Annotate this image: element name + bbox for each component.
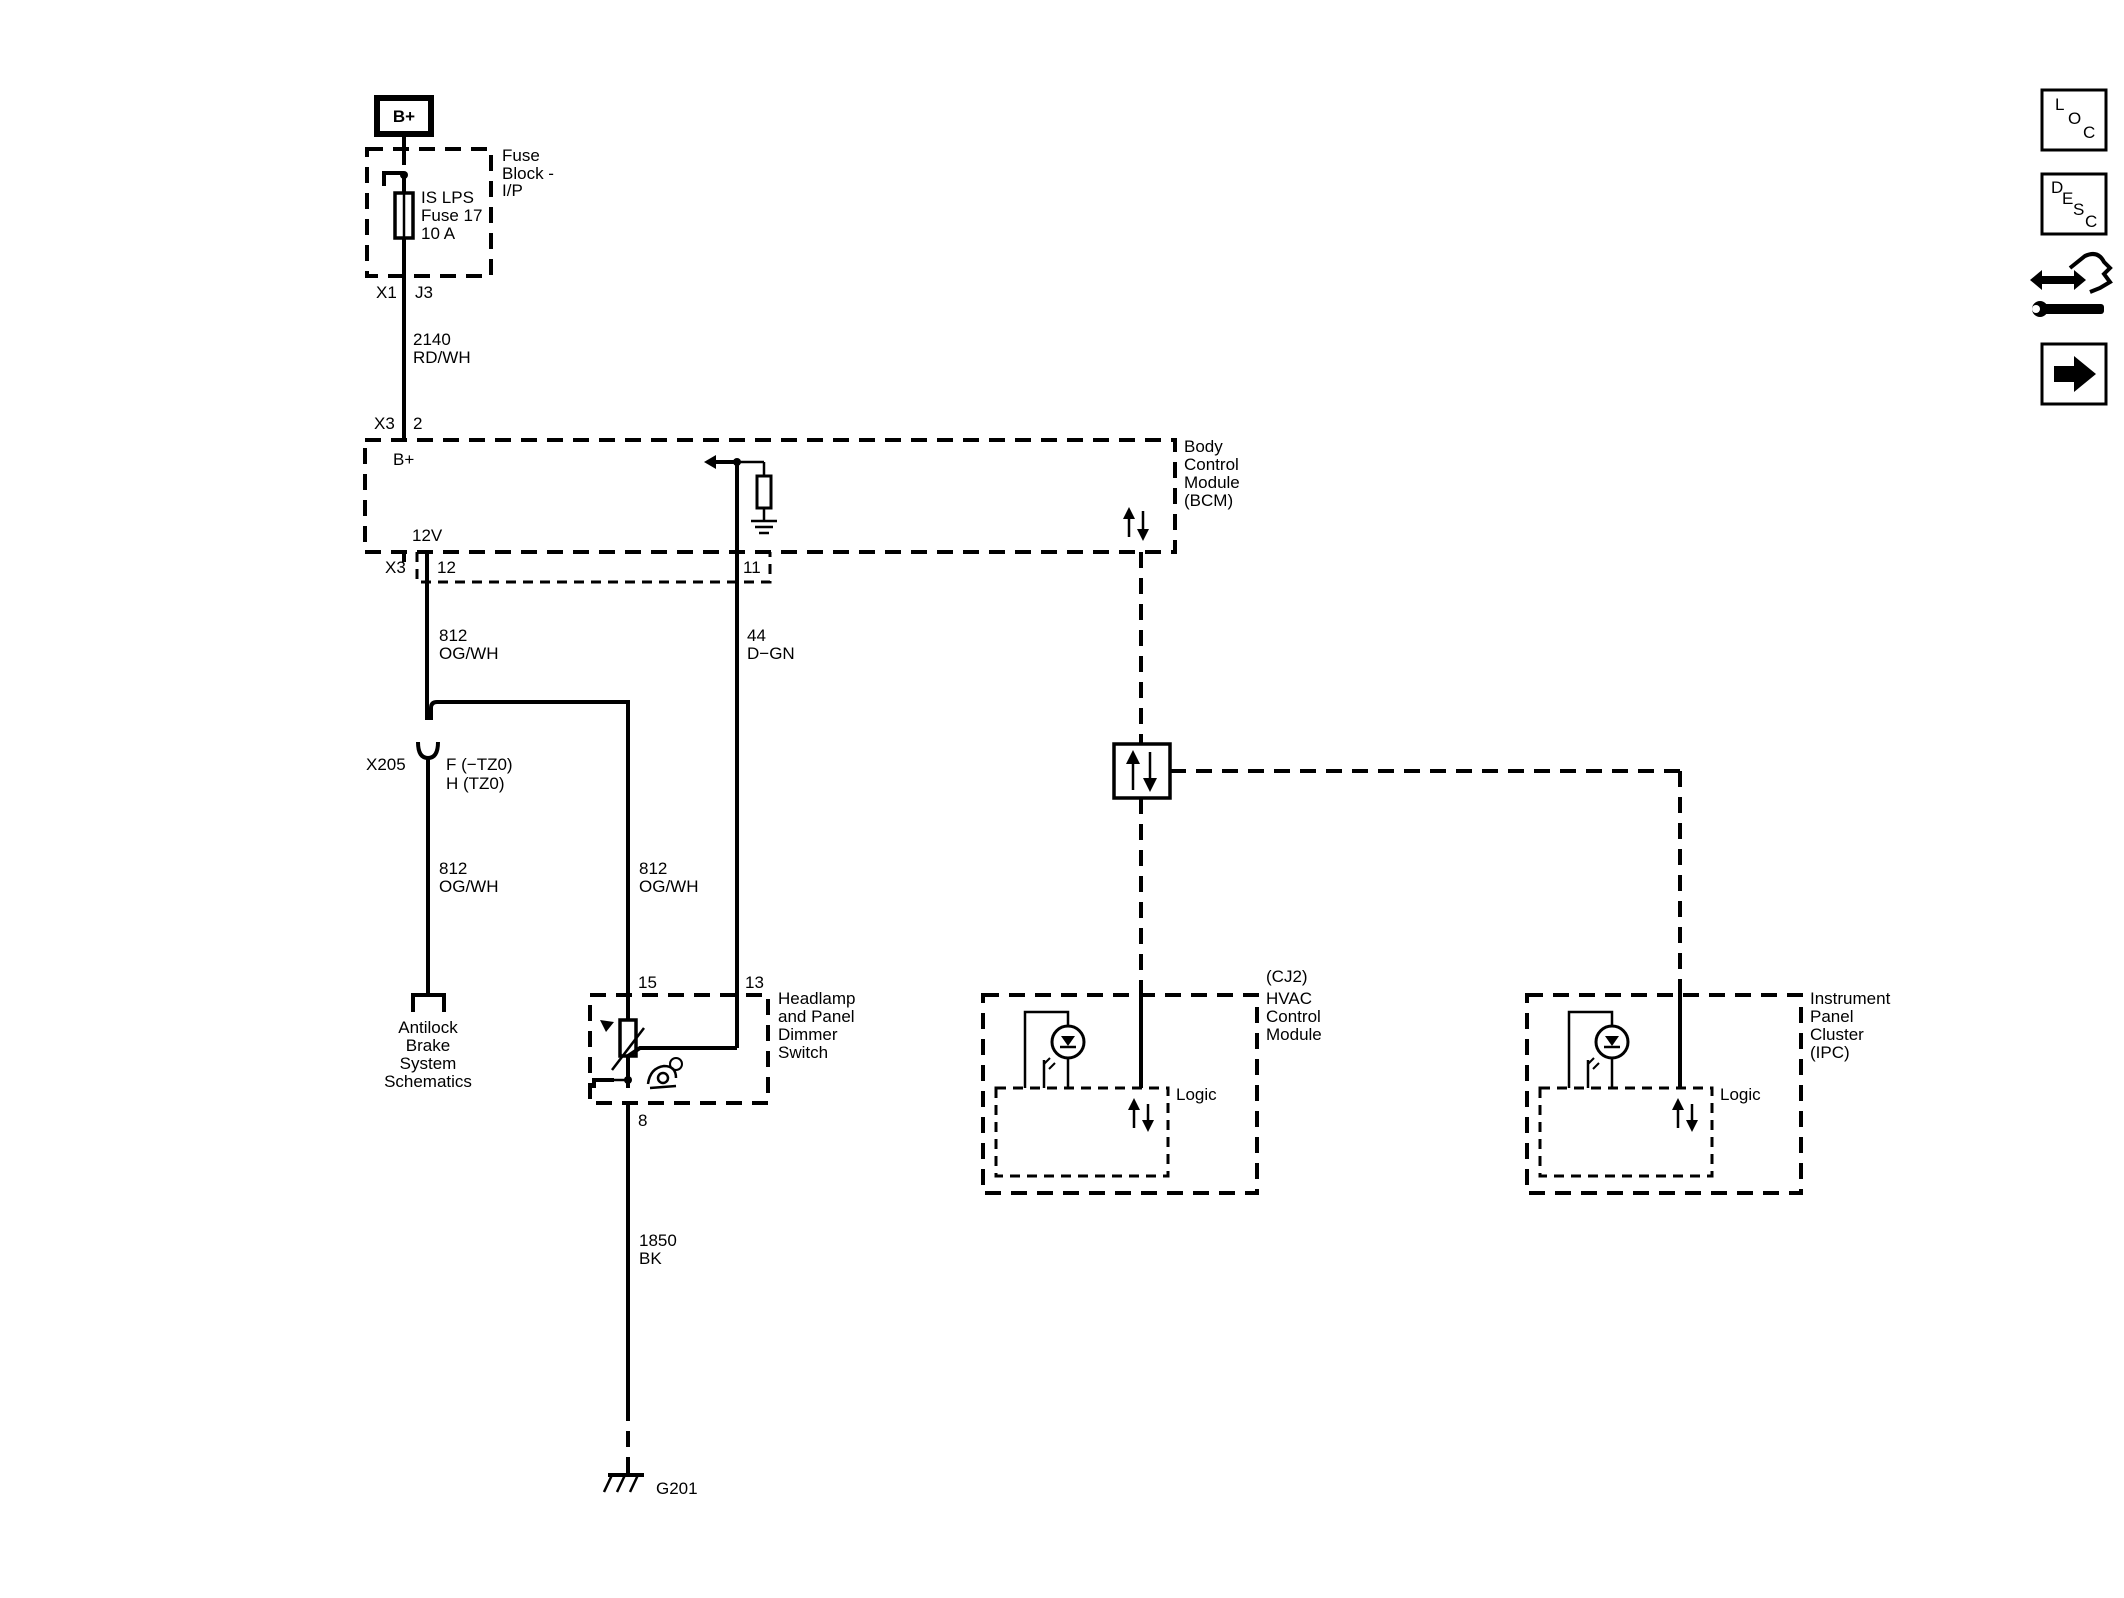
loc-icon[interactable]: L O C: [2040, 88, 2108, 152]
fuse-block-label-3: I/P: [502, 181, 523, 200]
wire-812-abs-color: OG/WH: [439, 877, 499, 896]
ipc-logic-arrows-icon: [1672, 1098, 1698, 1132]
dimmer-pin-13: 13: [745, 973, 764, 992]
fuse-block: IS LPS Fuse 17 10 A Fuse Block - I/P: [365, 146, 554, 278]
ipc-label-4: (IPC): [1810, 1043, 1850, 1062]
wire-812-bcm-color: OG/WH: [439, 644, 499, 663]
fuse-connector-x1: X1: [376, 283, 397, 302]
ground-g201: G201: [602, 1473, 698, 1498]
bcm-12v-label: 12V: [412, 526, 443, 545]
wire-44-color: D−GN: [747, 644, 795, 663]
svg-text:X205: X205: [366, 755, 406, 774]
svg-text:D: D: [2051, 178, 2063, 197]
hvac-control-module: Logic (CJ2) HVAC Control Module: [981, 967, 1322, 1195]
ipc-logic-label: Logic: [1720, 1085, 1761, 1104]
next-page-arrow-icon[interactable]: [2040, 342, 2108, 406]
fuse-block-label-1: Fuse: [502, 146, 540, 165]
instrument-panel-cluster: Logic Instrument Panel Cluster (IPC): [1525, 989, 1891, 1195]
desc-icon[interactable]: D E S C: [2040, 172, 2108, 236]
svg-text:S: S: [2073, 200, 2084, 219]
dimmer-label-3: Dimmer: [778, 1025, 838, 1044]
svg-text:G201: G201: [656, 1479, 698, 1498]
bcm-bplus-label: B+: [393, 450, 414, 469]
wire-2140-color: RD/WH: [413, 348, 471, 367]
hvac-label-1: HVAC: [1266, 989, 1312, 1008]
bcm-connector-x3-bottom: X3 12 11: [385, 552, 772, 584]
hvac-label-3: Module: [1266, 1025, 1322, 1044]
hvac-option-code: (CJ2): [1266, 967, 1308, 986]
dimmer-label-1: Headlamp: [778, 989, 856, 1008]
bcm-pin-2: 2: [413, 414, 422, 433]
wire-44-circuit: 44: [747, 626, 766, 645]
wire-812-abs-circuit: 812: [439, 859, 467, 878]
fuse-rating: 10 A: [421, 224, 456, 243]
body-control-module: B+ 12V Body Control Module (BCM): [363, 437, 1240, 720]
hvac-logic-arrows-icon: [1128, 1098, 1154, 1132]
svg-text:X3: X3: [385, 558, 406, 577]
hvac-label-2: Control: [1266, 1007, 1321, 1026]
bcm-label-3: Module: [1184, 473, 1240, 492]
battery-bplus: B+: [374, 95, 434, 137]
illumination-dial-icon: [646, 1057, 683, 1090]
wire-812-dimmer-circuit: 812: [639, 859, 667, 878]
svg-text:E: E: [2062, 189, 2073, 208]
dimmer-pin-15: 15: [638, 973, 657, 992]
x205-pin-f: F (−TZ0): [446, 755, 513, 774]
fuse-name-line1: IS LPS: [421, 188, 474, 207]
wire-1850-color: BK: [639, 1249, 662, 1268]
connector-repair-icon[interactable]: [2030, 252, 2113, 317]
bcm-label-2: Control: [1184, 455, 1239, 474]
wire-812-dimmer-color: OG/WH: [639, 877, 699, 896]
dimmer-label-4: Switch: [778, 1043, 828, 1062]
bplus-label: B+: [393, 107, 415, 126]
bcm-serial-data-arrows-icon: [1123, 507, 1149, 541]
dimmer-pin-8: 8: [638, 1111, 647, 1130]
svg-text:O: O: [2068, 109, 2081, 128]
fuse-pin-j3: J3: [415, 283, 433, 302]
wire-2140-circuit: 2140: [413, 330, 451, 349]
svg-text:C: C: [2083, 123, 2095, 142]
headlamp-panel-dimmer-switch: 15 13 Headlamp and Panel Dimmer Switch 8: [588, 973, 856, 1130]
x205-pin-h: H (TZ0): [446, 774, 505, 793]
svg-text:Antilock: Antilock: [398, 1018, 458, 1037]
inline-connector-x205: X205 F (−TZ0) H (TZ0): [366, 741, 513, 995]
svg-text:L: L: [2055, 95, 2064, 114]
bcm-connector-x3-top: X3: [374, 414, 395, 433]
bcm-label-1: Body: [1184, 437, 1223, 456]
svg-text:Brake: Brake: [406, 1036, 450, 1055]
abs-schematic-reference: Antilock Brake System Schematics: [384, 993, 472, 1091]
bcm-pin-11: 11: [743, 558, 761, 577]
svg-text:System: System: [400, 1054, 457, 1073]
hvac-logic-label: Logic: [1176, 1085, 1217, 1104]
svg-text:Schematics: Schematics: [384, 1072, 472, 1091]
ipc-label-1: Instrument: [1810, 989, 1891, 1008]
ipc-label-3: Cluster: [1810, 1025, 1864, 1044]
serial-data-bus: [1112, 552, 1682, 995]
wire-1850-circuit: 1850: [639, 1231, 677, 1250]
dimmer-label-2: and Panel: [778, 1007, 855, 1026]
bcm-pin-12: 12: [437, 558, 456, 577]
bcm-label-4: (BCM): [1184, 491, 1233, 510]
fuse-name-line2: Fuse 17: [421, 206, 482, 225]
fuse-block-label-2: Block -: [502, 164, 554, 183]
ipc-label-2: Panel: [1810, 1007, 1853, 1026]
svg-text:C: C: [2085, 212, 2097, 231]
wire-812-bcm-circuit: 812: [439, 626, 467, 645]
